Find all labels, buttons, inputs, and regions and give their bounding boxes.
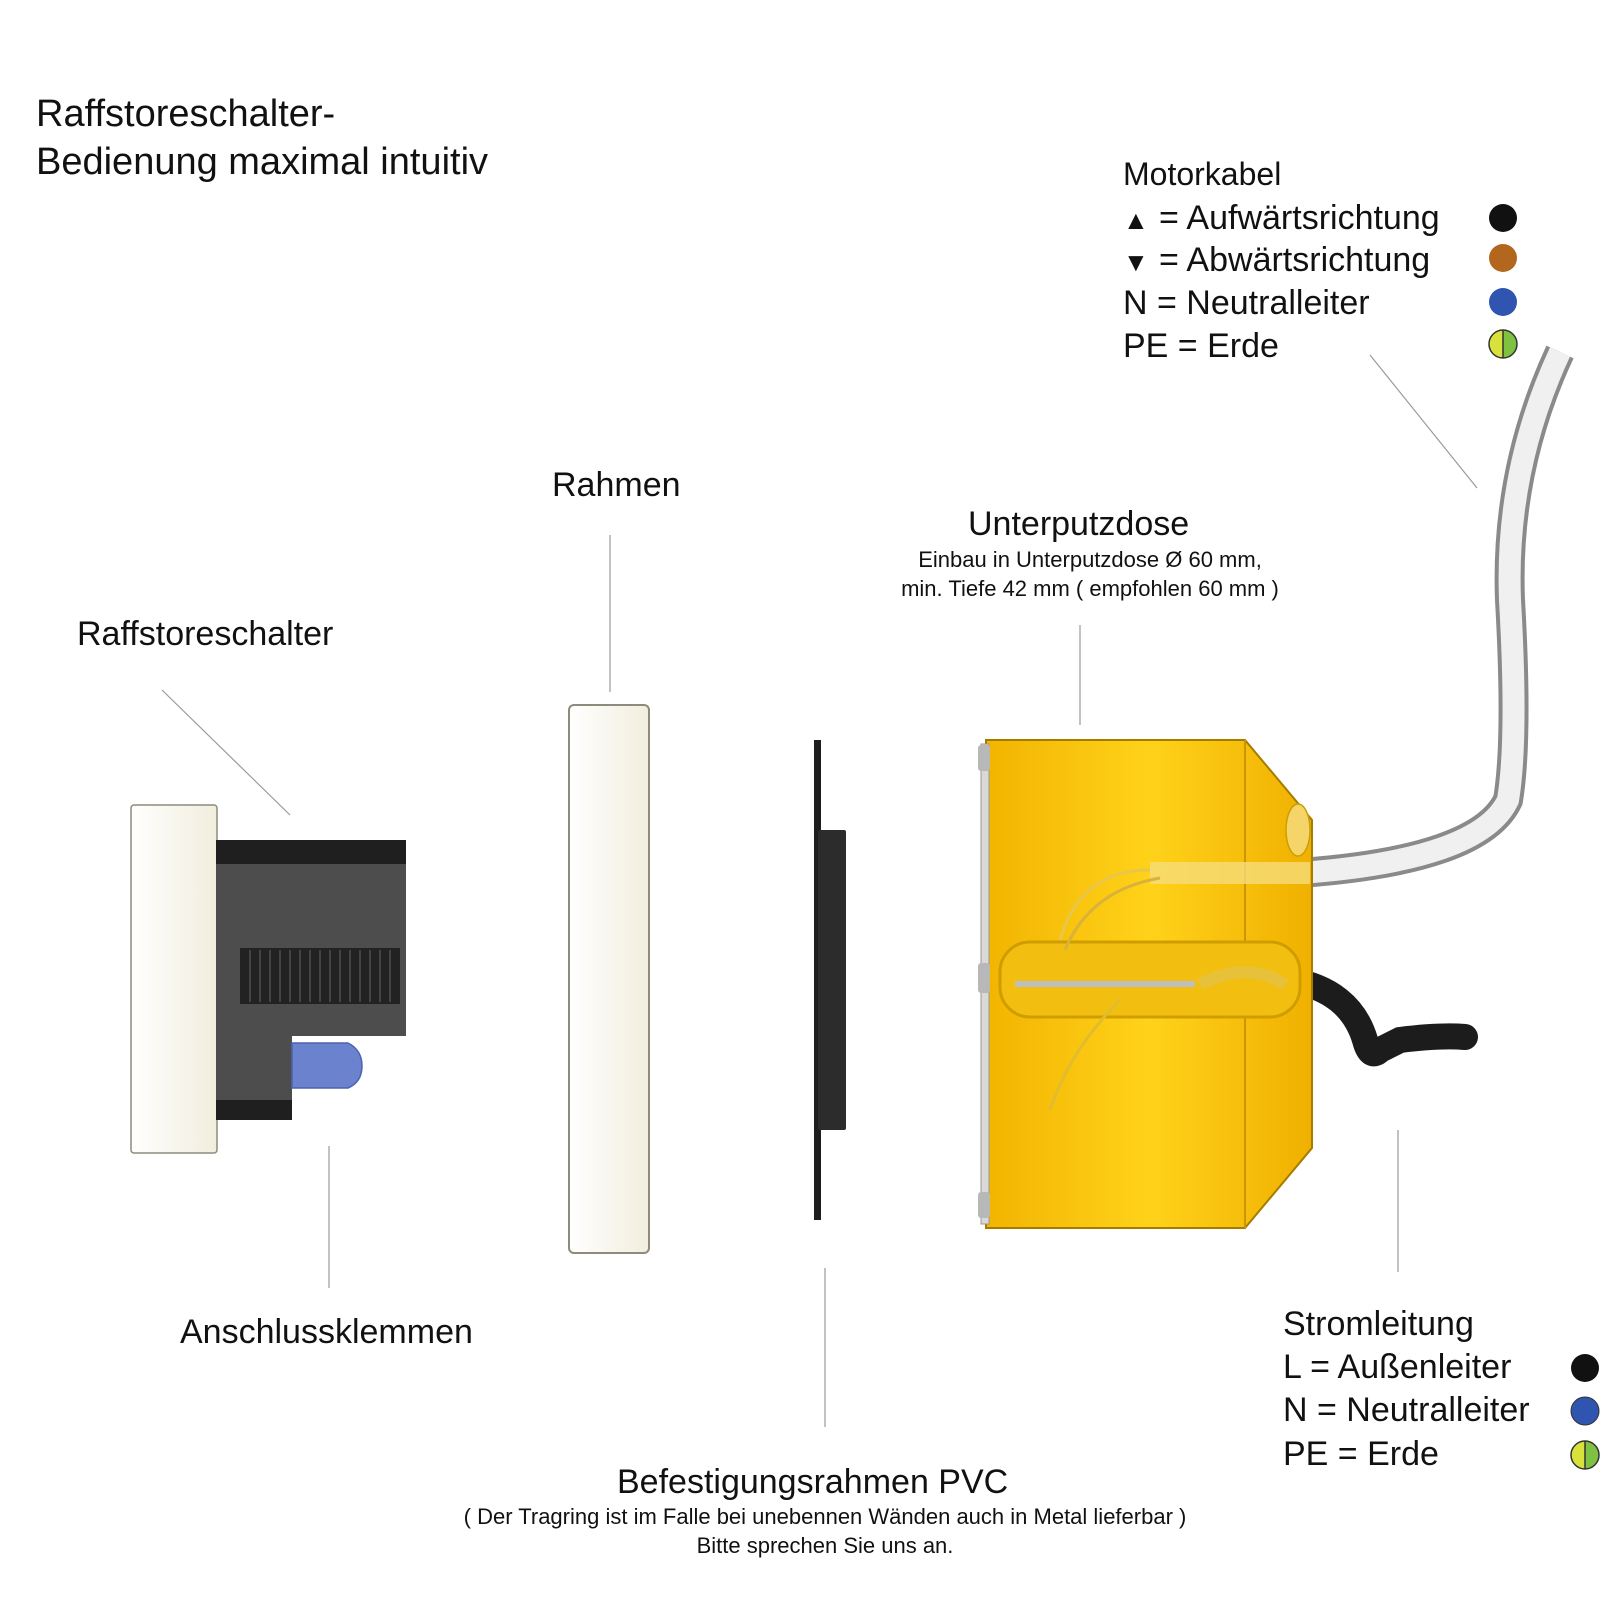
power-cable-dots xyxy=(1570,1354,1600,1470)
legend-row-down: ▼ = Abwärtsrichtung xyxy=(1123,240,1430,282)
motor-cable-dots xyxy=(1488,204,1518,359)
legend-row-neutral: N = Neutralleiter xyxy=(1283,1391,1530,1429)
frame-part xyxy=(568,704,650,1254)
green-yellow-wire-dot xyxy=(1488,329,1518,359)
black-wire-dot xyxy=(1571,1354,1599,1382)
motor-cable-heading: Motorkabel xyxy=(1123,156,1282,192)
label-frame: Rahmen xyxy=(552,466,681,504)
page-title: Raffstoreschalter- Bedienung maximal int… xyxy=(36,90,488,186)
title-line-2: Bedienung maximal intuitiv xyxy=(36,141,489,183)
up-triangle-icon: ▲ xyxy=(1123,205,1149,235)
label-mounting-frame: Befestigungsrahmen PVC xyxy=(617,1463,1009,1501)
leader-lines xyxy=(161,354,1478,1427)
legend-row-earth: PE = Erde xyxy=(1283,1435,1439,1473)
title-line-1: Raffstoreschalter- xyxy=(36,93,336,135)
power-cable-heading: Stromleitung xyxy=(1283,1305,1474,1343)
legend-row-neutral: N = Neutralleiter xyxy=(1123,284,1370,322)
mounting-frame-note-line-1: ( Der Tragring ist im Falle bei unebenne… xyxy=(463,1504,1187,1529)
switch-top-ribs xyxy=(216,840,406,864)
legend-row-earth: PE = Erde xyxy=(1123,327,1279,365)
switch-body xyxy=(216,840,406,1036)
mounting-ring xyxy=(818,830,846,1130)
legend-row-up-text: = Aufwärtsrichtung xyxy=(1159,199,1440,237)
mounting-plate xyxy=(814,740,821,1220)
flush-box-note-line-1: Einbau in Unterputzdose Ø 60 mm, xyxy=(918,547,1262,572)
legend-row-up: ▲ = Aufwärtsrichtung xyxy=(1123,198,1440,240)
power-cable xyxy=(1277,967,1478,1067)
blue-wire-dot xyxy=(1489,288,1517,316)
switch-grille-fins xyxy=(249,950,391,1002)
flush-box-note-line-2: min. Tiefe 42 mm ( empfohlen 60 mm ) xyxy=(901,576,1279,601)
black-wire-dot xyxy=(1489,204,1517,232)
mounting-frame-note: ( Der Tragring ist im Falle bei unebenne… xyxy=(420,1502,1230,1560)
mounting-frame-part xyxy=(814,740,846,1220)
down-triangle-icon: ▼ xyxy=(1123,247,1149,277)
label-switch: Raffstoreschalter xyxy=(77,615,334,653)
brown-wire-dot xyxy=(1489,244,1517,272)
blue-wire-dot xyxy=(1570,1396,1600,1426)
green-yellow-wire-dot xyxy=(1570,1440,1600,1470)
flush-box-channel xyxy=(998,940,1302,1019)
terminal-screw xyxy=(291,1042,363,1089)
motor-cable xyxy=(1140,347,1570,884)
switch-part xyxy=(130,804,406,1154)
switch-cover xyxy=(130,804,218,1154)
switch-bottom-ribs xyxy=(216,1100,292,1120)
leader-motor-cable xyxy=(1369,354,1478,489)
leader-switch xyxy=(161,689,291,816)
flush-box-note: Einbau in Unterputzdose Ø 60 mm, min. Ti… xyxy=(880,545,1300,603)
label-terminals: Anschlussklemmen xyxy=(180,1313,473,1351)
label-flush-box: Unterputzdose xyxy=(968,505,1190,543)
legend-row-down-text: = Abwärtsrichtung xyxy=(1159,241,1431,279)
legend-row-line: L = Außenleiter xyxy=(1283,1348,1512,1386)
flush-box-part xyxy=(978,739,1313,1229)
mounting-frame-note-line-2: Bitte sprechen Sie uns an. xyxy=(696,1533,954,1558)
